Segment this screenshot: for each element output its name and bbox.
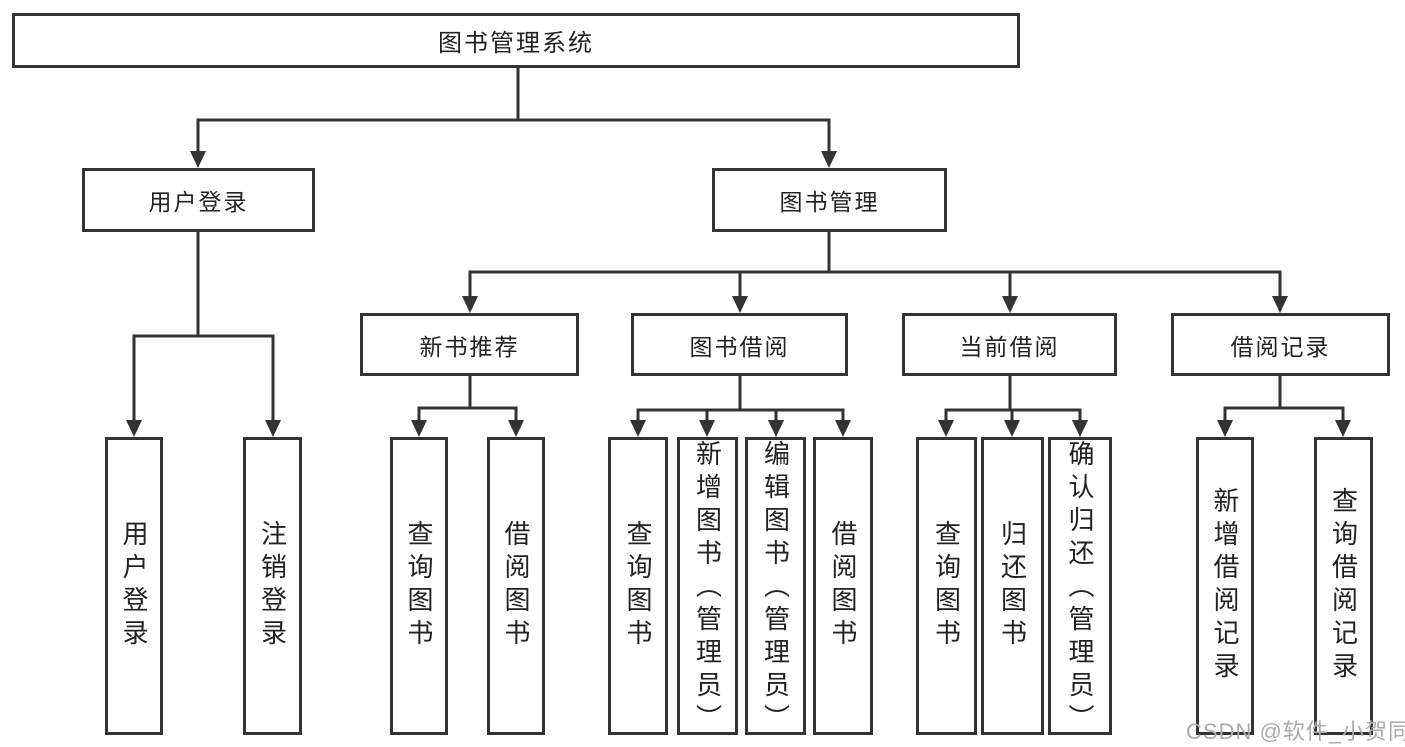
node-book-management: 图书管理 — [712, 168, 947, 232]
connector-root-to-level2 — [190, 66, 837, 168]
node-label: 当前借阅 — [959, 333, 1060, 360]
node-label: 查询借阅记录 — [1328, 487, 1359, 685]
node-label: 图书管理系统 — [438, 30, 594, 57]
node-label: 注销登录 — [257, 520, 288, 652]
leaf-query-books-recommend: 查询图书 — [390, 437, 448, 735]
leaf-query-books-borrowing: 查询图书 — [608, 437, 668, 735]
leaf-edit-books-admin: 编辑图书（管理员） — [745, 437, 806, 737]
node-borrowing-records: 借阅记录 — [1171, 313, 1390, 376]
leaf-user-login: 用户登录 — [105, 437, 163, 735]
node-current-borrowing: 当前借阅 — [902, 313, 1117, 376]
node-label: 用户登录 — [119, 520, 149, 652]
node-new-book-recommend: 新书推荐 — [360, 313, 579, 376]
node-label: 编辑图书（管理员） — [760, 440, 791, 737]
leaf-borrow-books: 借阅图书 — [813, 437, 873, 735]
node-label: 查询图书 — [404, 520, 434, 652]
csdn-watermark: CSDN @软件_小贺同学 — [1186, 719, 1405, 744]
leaf-confirm-return-admin: 确认归还（管理员） — [1048, 437, 1112, 737]
connector-book-management-to-level3 — [462, 230, 1288, 313]
node-label: 新书推荐 — [419, 333, 520, 360]
node-label: 确认归还（管理员） — [1065, 440, 1095, 737]
node-label: 归还图书 — [997, 520, 1028, 652]
connector-book-borrowing-to-leaves — [630, 374, 851, 437]
leaf-return-books: 归还图书 — [981, 437, 1044, 735]
node-label: 用户登录 — [148, 189, 249, 215]
leaf-query-borrow-record: 查询借阅记录 — [1314, 437, 1373, 735]
node-label: 借阅记录 — [1230, 333, 1331, 360]
connector-current-borrowing-to-leaves — [938, 374, 1088, 437]
node-label: 借阅图书 — [828, 520, 858, 652]
node-label: 图书管理 — [779, 189, 880, 215]
node-label: 查询图书 — [931, 520, 962, 652]
node-label: 新增图书（管理员） — [692, 440, 723, 737]
leaf-logout: 注销登录 — [243, 437, 302, 735]
node-label: 借阅图书 — [501, 520, 531, 652]
node-root-library-system: 图书管理系统 — [12, 13, 1020, 68]
connector-borrowing-records-to-leaves — [1217, 374, 1351, 437]
node-label: 新增借阅记录 — [1210, 487, 1240, 685]
leaf-add-books-admin: 新增图书（管理员） — [677, 437, 738, 737]
leaf-borrow-books-recommend: 借阅图书 — [487, 437, 545, 735]
leaf-query-books-current: 查询图书 — [916, 437, 977, 735]
connector-user-login-to-leaves — [126, 230, 281, 437]
node-user-login: 用户登录 — [82, 168, 315, 232]
node-label: 图书借阅 — [689, 333, 790, 360]
node-book-borrowing: 图书借阅 — [631, 313, 848, 376]
node-label: 查询图书 — [623, 520, 653, 652]
connector-new-book-recommend-to-leaves — [411, 374, 524, 437]
leaf-add-borrow-record: 新增借阅记录 — [1196, 437, 1254, 735]
